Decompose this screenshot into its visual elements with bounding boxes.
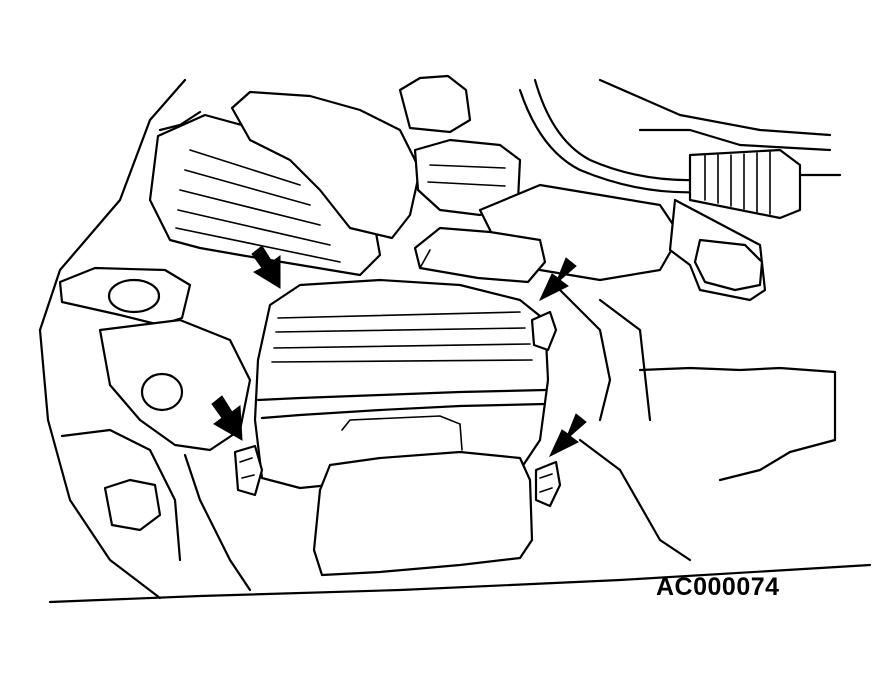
arrow-upper-right: [538, 257, 577, 302]
right-side-components: [558, 198, 837, 562]
arrow-lower-left: [211, 395, 243, 441]
lower-left-components: [98, 318, 252, 592]
clip-lower-right: [534, 460, 562, 508]
ground-line: [48, 563, 872, 604]
clip-lower-left: [233, 444, 264, 497]
body-panel-outline: [38, 78, 187, 600]
clip-upper-right: [530, 310, 558, 352]
air-cleaner-case: [253, 278, 550, 577]
case-clips: [233, 310, 562, 508]
figure-reference-code: AC000074: [656, 573, 780, 601]
bracket-hole: [107, 278, 161, 314]
round-fitting: [140, 372, 184, 412]
arrow-upper-left: [251, 245, 281, 289]
pointer-arrows: [211, 245, 587, 458]
corrugated-hose: [688, 148, 842, 220]
arrow-lower-right: [548, 413, 587, 458]
connector-cover: [413, 226, 547, 284]
air-cleaner-inlet: [312, 450, 534, 577]
mounting-bracket: [58, 266, 192, 327]
